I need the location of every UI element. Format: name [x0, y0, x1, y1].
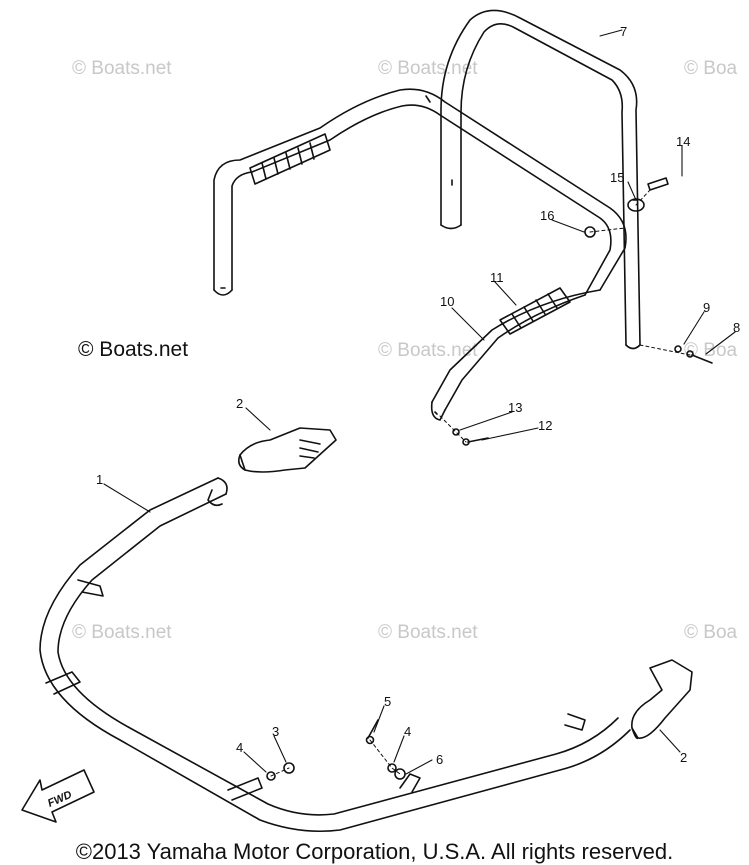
part-2-end-cap-upper: [238, 427, 337, 473]
callout-5: 5: [384, 694, 391, 709]
watermark: © Boats.net: [72, 622, 172, 643]
part-10-front-handle: [213, 88, 627, 421]
fastener-9-washer: [674, 345, 682, 353]
brand-label: © Boats.net: [78, 338, 189, 361]
callout-6: 6: [436, 752, 443, 767]
part-11-grip: [249, 133, 571, 335]
callout-15: 15: [610, 170, 624, 185]
callout-4-left: 4: [236, 740, 243, 755]
fwd-arrow-icon: FWD: [21, 769, 95, 823]
callout-2-lower: 2: [680, 750, 687, 765]
fastener-14-bolt: [647, 177, 669, 191]
fastener-13-washer: [452, 428, 460, 436]
callout-14: 14: [676, 134, 690, 149]
callout-16: 16: [540, 208, 554, 223]
callout-labels: 7 14 15 16 11 10 9 8 13 12 2 1 3 4 5 4 6…: [96, 24, 740, 767]
fastener-5-bolt: [365, 719, 379, 745]
fastener-3-nut: [283, 762, 295, 774]
callout-11: 11: [490, 270, 504, 285]
callout-10: 10: [440, 294, 454, 309]
fastener-16-nut: [584, 226, 596, 238]
callout-7: 7: [620, 24, 627, 39]
leader-lines: [103, 29, 736, 775]
callout-4-right: 4: [404, 724, 411, 739]
fastener-4-washer: [266, 763, 397, 781]
callout-12: 12: [538, 418, 552, 433]
part-2-end-cap-lower: [631, 659, 693, 740]
watermark: © Boats.net: [72, 58, 172, 79]
callout-8: 8: [733, 320, 740, 335]
callout-2-upper: 2: [236, 396, 243, 411]
copyright-notice: ©2013 Yamaha Motor Corporation, U.S.A. A…: [75, 839, 674, 864]
fastener-12-bolt: [462, 437, 489, 446]
callout-9: 9: [703, 300, 710, 315]
watermark: © Boats.net: [378, 340, 478, 361]
watermark: © Boats.net: [378, 58, 478, 79]
fastener-6-collar: [394, 768, 406, 780]
watermark: © Boats.net: [378, 622, 478, 643]
callout-13: 13: [508, 400, 522, 415]
callout-3: 3: [272, 724, 279, 739]
assembly-lines: [270, 189, 691, 777]
callout-1: 1: [96, 472, 103, 487]
watermark: © Boa: [684, 622, 738, 643]
part-1-main-bumper: [39, 477, 631, 832]
watermark: © Boa: [684, 58, 738, 79]
